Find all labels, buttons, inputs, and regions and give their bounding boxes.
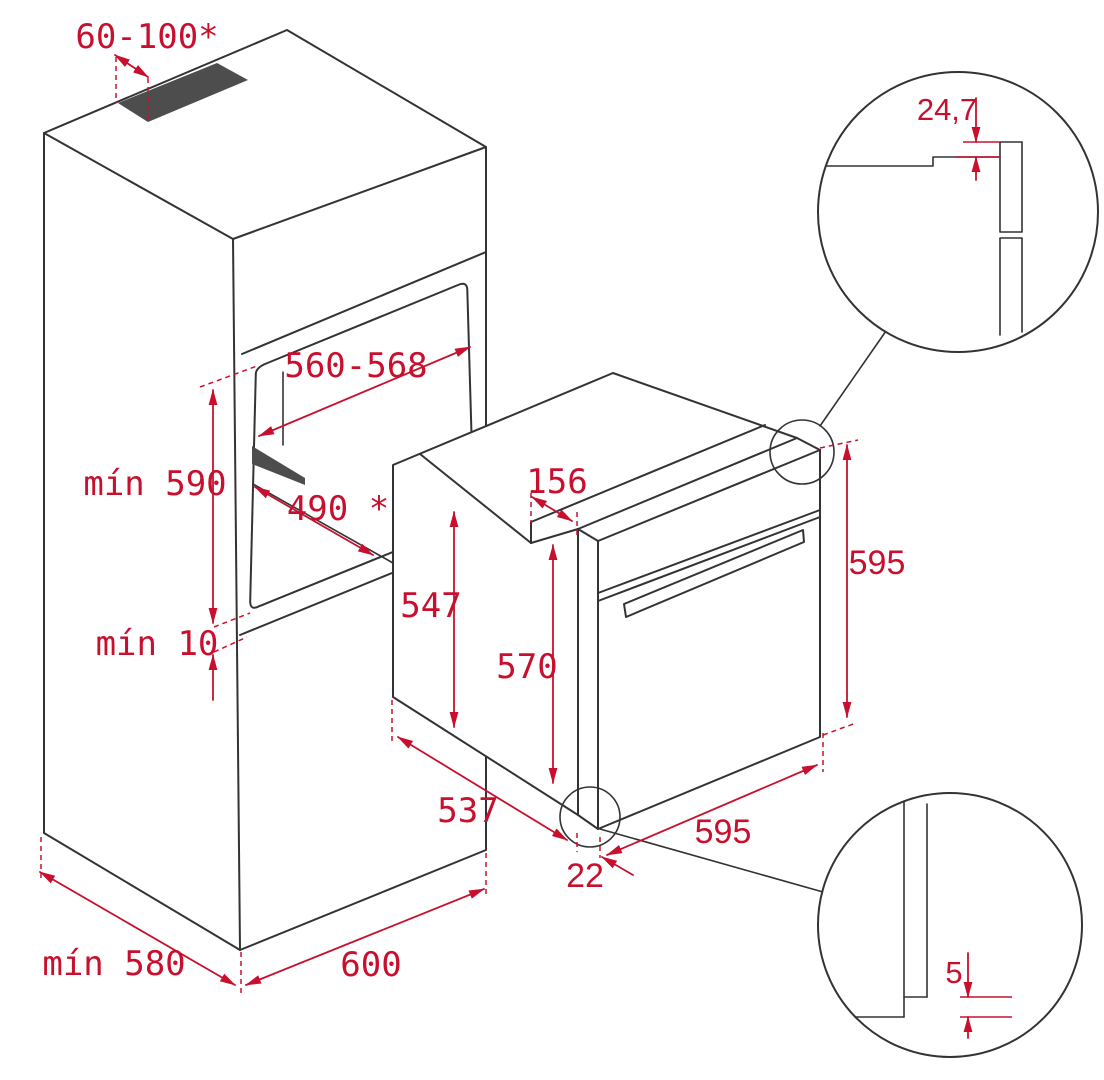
dim-label-niche-min-height: mín 590 [83,464,226,504]
dim-label-detail-bottom-gap: 5 [945,955,962,990]
dim-label-front-overhang: 22 [566,857,604,895]
dim-label-min-bottom-gap: mín 10 [96,624,219,664]
detail-view-top-step: 24,7 [817,71,1099,353]
dim-label-niche-usable-depth: 490 * [287,489,389,529]
dim-label-oven-body-height: 547 [400,586,461,626]
oven [392,372,821,830]
dim-label-oven-width: 595 [695,813,752,851]
dim-label-niche-width: 560-568 [284,346,427,386]
dim-label-oven-front-height: 570 [496,647,557,687]
dimension-annotations: 60-100* 560-568 mín 590 mín 10 490 * 547… [39,17,906,995]
niche-floor-shadow [252,446,305,485]
dim-label-oven-body-depth: 537 [437,791,498,831]
dim-label-cabinet-width: 600 [340,945,401,985]
detail-view-bottom-gap: 5 [817,792,1083,1058]
dim-label-cabinet-min-depth: mín 580 [42,944,185,984]
dim-label-oven-height: 595 [849,544,906,582]
dim-label-vent-cutout: 60-100* [75,17,218,57]
oven-handle [623,529,805,618]
dim-label-top-recess-depth: 156 [526,462,587,502]
oven-body [392,372,821,830]
cabinet-vent-cutout [118,63,248,122]
detail-marker-top-corner [769,419,835,485]
dim-label-detail-top-step: 24,7 [917,92,977,127]
